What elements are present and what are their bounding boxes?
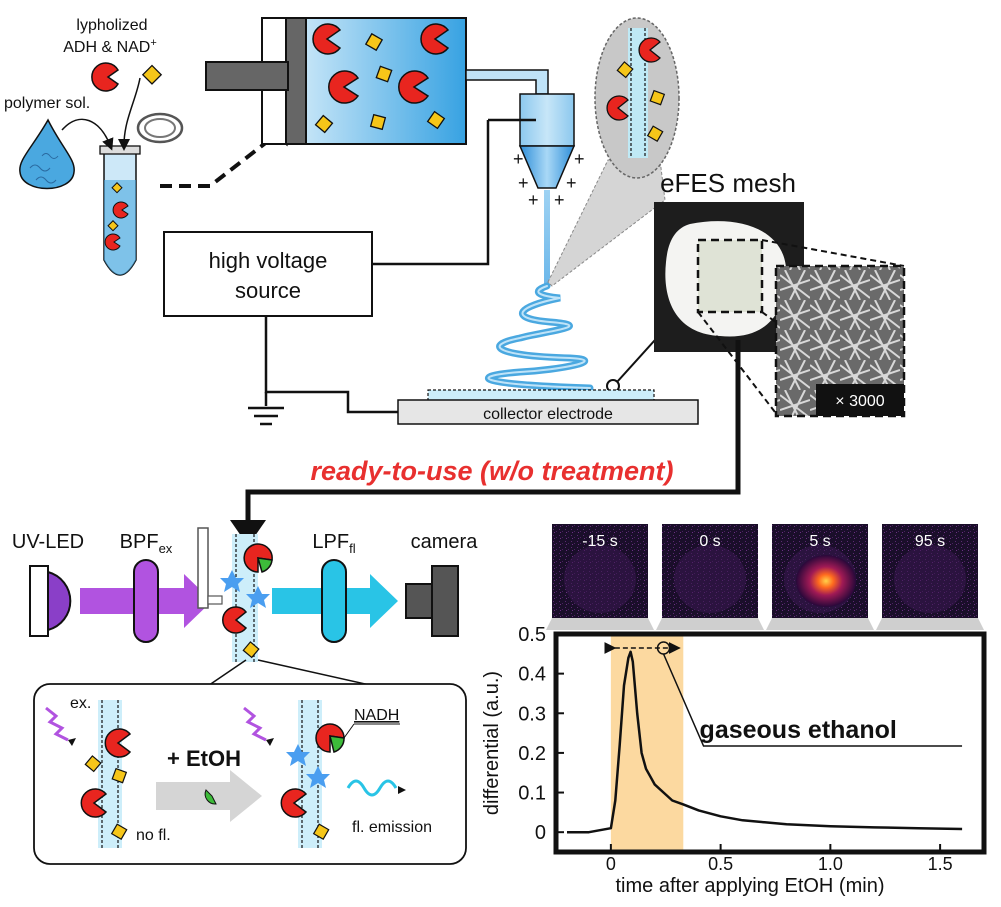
frame-0: -15 s [546, 524, 654, 630]
high-voltage-source: high voltage source [163, 118, 536, 426]
y-tick-label: 0.5 [518, 624, 546, 646]
nadh-label: NADH [354, 707, 399, 724]
svg-text:+: + [518, 173, 529, 193]
response-chart: 0 0.1 0.2 0.3 0.4 0.5 0 0.5 1.0 1.5 time after app… [481, 624, 987, 897]
y-tick-label: 0.1 [518, 783, 546, 805]
ethanol-window [610, 634, 684, 852]
frame-label: -15 s [582, 533, 618, 550]
lpf-label: LPFfl [312, 531, 355, 556]
fluorescence-frames: -15 s 0 s 5 s 95 s [546, 524, 984, 630]
y-tick-label: 0.2 [518, 743, 546, 765]
lpf-filter-icon [321, 559, 347, 643]
x-tick-label: 0.5 [708, 854, 733, 874]
lyophilized-label-2: ADH & NAD+ [63, 37, 157, 56]
no-fl-label: no fl. [136, 827, 171, 844]
collector-label: collector electrode [483, 406, 613, 423]
bpf-label: BPFex [120, 531, 173, 556]
plot-frame [553, 631, 987, 855]
fl-emission-label: fl. emission [352, 819, 432, 836]
x-tick-label: 1.0 [818, 854, 843, 874]
nad-cofactor-icon [141, 64, 163, 85]
uv-led-label: UV-LED [12, 531, 84, 553]
frame-3: 95 s [876, 524, 984, 630]
microtube [61, 77, 184, 276]
annotation-label: gaseous ethanol [700, 716, 897, 744]
svg-text:+: + [554, 190, 565, 210]
glow-spot [796, 555, 856, 607]
frame-label: 95 s [915, 533, 945, 550]
annotation-leader [662, 653, 963, 747]
hv-label-2: source [235, 278, 301, 303]
x-tick-label: 1.5 [928, 854, 953, 874]
y-tick-label: 0.3 [518, 703, 546, 725]
bpf-filter-icon [133, 559, 159, 643]
camera-icon [405, 583, 433, 619]
frame-label: 0 s [699, 533, 720, 550]
y-tick-label: 0.4 [518, 664, 546, 686]
lyophilized-label-1: lypholized [76, 17, 147, 34]
optical-setup: UV-LED BPFex LPFfl camera [12, 527, 479, 695]
svg-text:+: + [513, 149, 524, 169]
frame-1: 0 s [656, 524, 764, 630]
polymer-jet [485, 190, 674, 393]
y-tick-label: 0 [535, 822, 546, 844]
frame-label: 5 s [809, 533, 830, 550]
fiber-zoom-callout [547, 17, 680, 287]
svg-text:+: + [528, 190, 539, 210]
syringe [205, 17, 549, 145]
reaction-inset: ex. no fl. + EtOH NADH fl. emission [33, 683, 467, 865]
camera-label: camera [411, 531, 479, 553]
series-line-0 [567, 650, 963, 834]
ex-label: ex. [70, 695, 91, 712]
polymer-label: polymer sol. [4, 95, 90, 112]
x-axis-label: time after applying EtOH (min) [616, 875, 885, 897]
adh-enzyme-icon [91, 62, 119, 92]
polymer-drop-icon [19, 118, 75, 190]
hv-label-1: high voltage [209, 248, 328, 273]
polymer-solution: polymer sol. [4, 95, 90, 190]
efes-mesh-photo: eFES mesh × 3000 [230, 168, 906, 546]
magnification-label: × 3000 [835, 393, 884, 410]
svg-text:+: + [566, 173, 577, 193]
y-axis-label: differential (a.u.) [481, 671, 503, 815]
x-tick-label: 0 [606, 854, 616, 874]
collector-electrode: collector electrode [397, 389, 699, 425]
svg-text:+: + [574, 149, 585, 169]
lyophilized-powder: lypholized ADH & NAD+ [63, 17, 163, 92]
ready-to-use-label: ready-to-use (w/o treatment) [310, 456, 673, 486]
uv-led-icon [29, 565, 49, 637]
etoh-label: + EtOH [167, 746, 241, 771]
efes-mesh-label: eFES mesh [660, 168, 796, 198]
frame-2: 5 s [766, 524, 874, 630]
